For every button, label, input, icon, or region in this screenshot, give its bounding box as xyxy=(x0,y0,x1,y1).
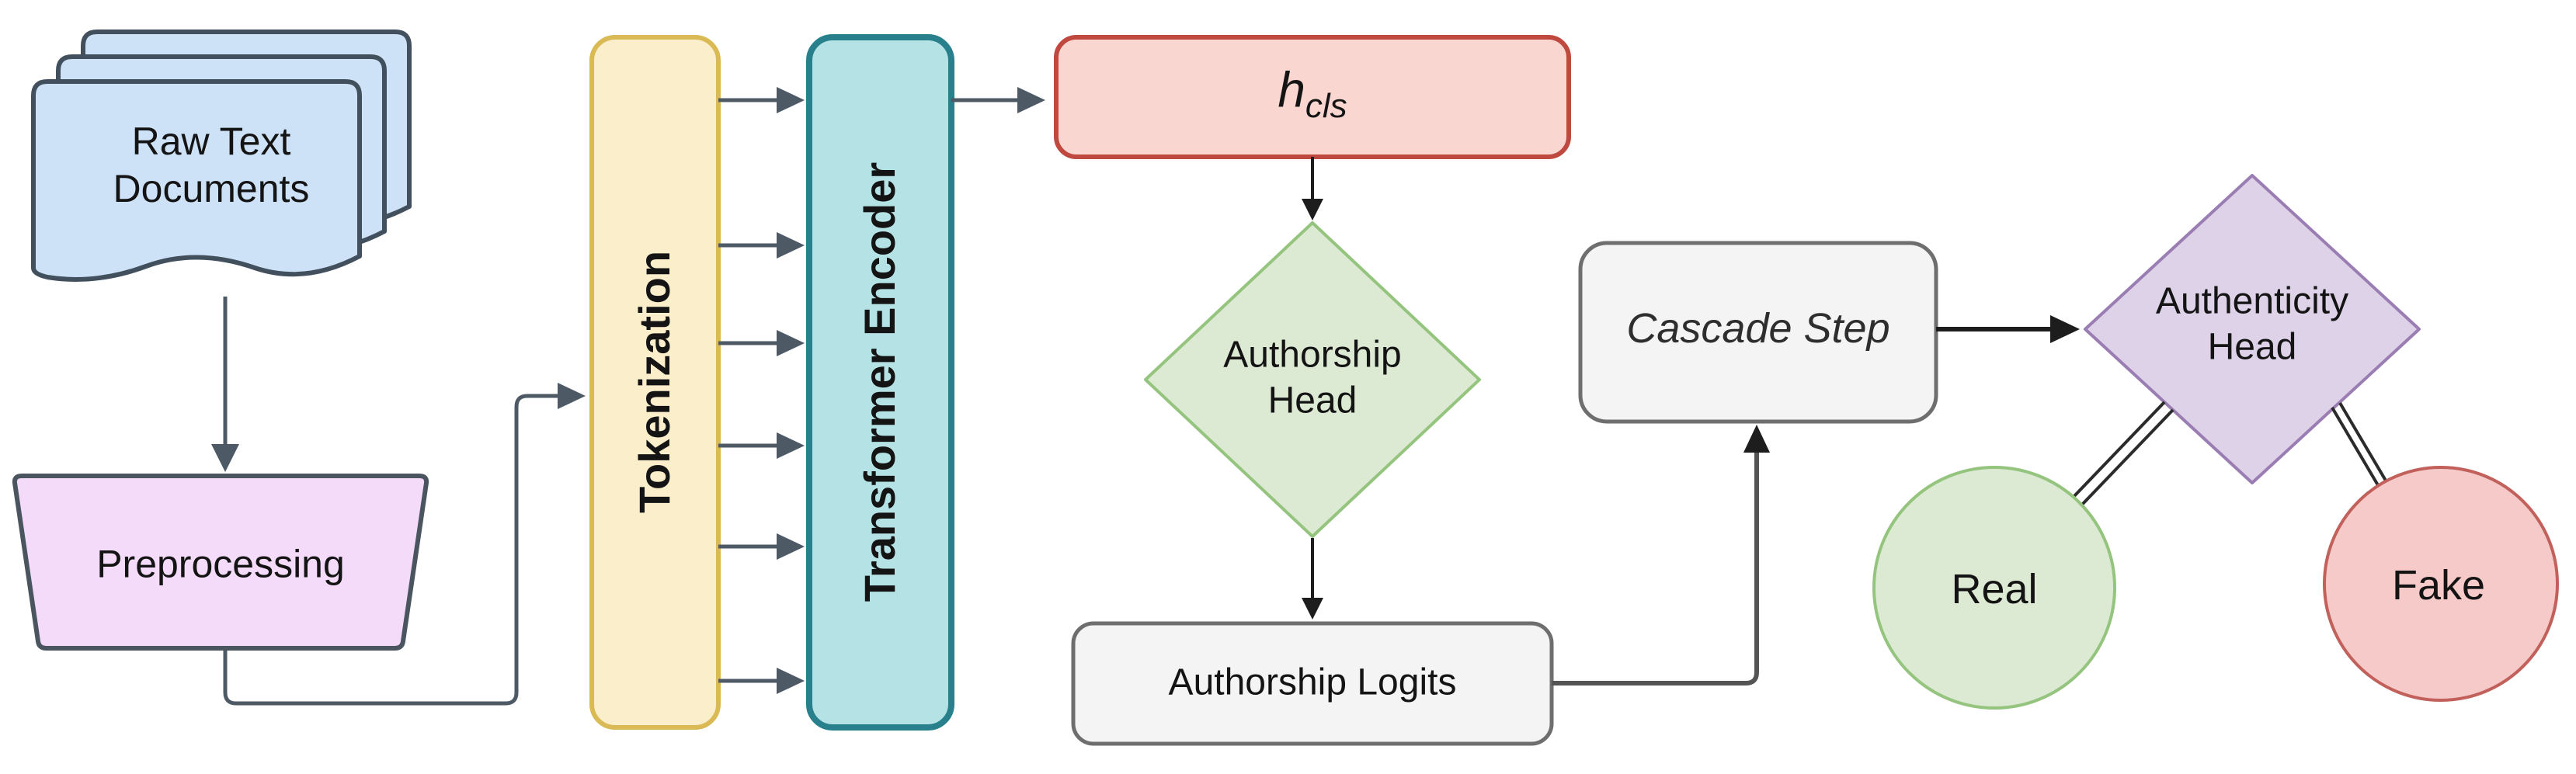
hcls-label: hcls xyxy=(1278,59,1347,127)
hcls-subscript: cls xyxy=(1305,87,1347,126)
double-line-authenticity-to-fake xyxy=(2331,401,2387,487)
arrow-hcls-to-authorship-head xyxy=(1302,157,1323,220)
preprocessing-label: Preprocessing xyxy=(96,542,345,586)
authenticity-head-shape xyxy=(2084,174,2421,484)
authorship-head-shape xyxy=(1144,221,1481,538)
preprocessing-shape xyxy=(12,474,429,651)
fake-shape xyxy=(2323,466,2559,702)
arrow-preprocessing-to-tokenization xyxy=(223,383,586,706)
double-line-authenticity-to-real xyxy=(2072,401,2174,506)
arrow-cascade-to-authenticity xyxy=(1936,315,2080,343)
real-label: Real xyxy=(1951,566,2038,613)
real-shape xyxy=(1872,466,2116,710)
document-page-front xyxy=(31,79,362,282)
hcls-base: h xyxy=(1278,61,1305,118)
arrow-encoder-to-hcls xyxy=(951,87,1045,113)
raw-text-documents-label: Raw Text Documents xyxy=(113,120,310,210)
transformer-encoder-label: Transformer Encoder xyxy=(854,161,904,602)
arrow-docs-to-preprocessing xyxy=(211,297,239,472)
fake-label: Fake xyxy=(2391,562,2486,609)
tokenization-label: Tokenization xyxy=(629,250,679,514)
cascade-step-label: Cascade Step xyxy=(1626,305,1890,352)
authenticity-head-label: Authenticity Head xyxy=(2155,280,2349,367)
tokenization-shape xyxy=(589,35,721,730)
arrows-tokenization-to-encoder xyxy=(718,87,805,694)
arrow-authorship-head-to-logits xyxy=(1302,538,1323,620)
arrow-logits-to-cascade xyxy=(1552,425,1770,685)
authorship-head-label: Authorship Head xyxy=(1223,334,1402,421)
raw-text-documents-shape xyxy=(31,30,412,282)
cascade-step-shape xyxy=(1578,241,1938,424)
transformer-encoder-shape xyxy=(806,34,954,731)
authorship-logits-label: Authorship Logits xyxy=(1168,661,1457,703)
